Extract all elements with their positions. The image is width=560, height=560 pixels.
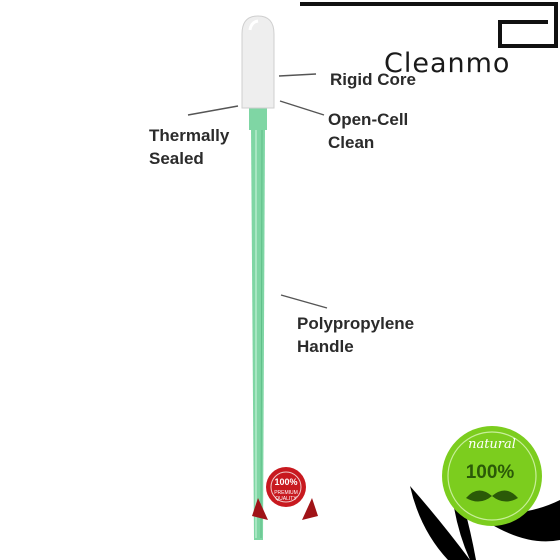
label-thermally-sealed: Thermally Sealed bbox=[149, 126, 230, 168]
red-seal-text: 100% bbox=[274, 477, 297, 487]
leader-open-cell bbox=[279, 100, 325, 116]
leader-lines bbox=[187, 73, 328, 309]
leader-handle bbox=[280, 294, 328, 309]
corner-frame-icon bbox=[300, 2, 558, 48]
green-seal-word: natural bbox=[468, 437, 516, 452]
red-quality-seal-icon: 100% PREMIUM QUALITY bbox=[252, 467, 318, 520]
leader-thermally-sealed bbox=[187, 105, 239, 116]
label-polypropylene-handle: Polypropylene Handle bbox=[297, 314, 415, 356]
svg-text:QUALITY: QUALITY bbox=[275, 496, 297, 502]
swab-tip bbox=[241, 15, 275, 109]
svg-text:PREMIUM: PREMIUM bbox=[274, 490, 298, 496]
leader-rigid-core bbox=[278, 73, 317, 77]
green-seal-value: 100% bbox=[466, 462, 515, 483]
label-rigid-core: Rigid Core bbox=[330, 70, 416, 89]
swab-handle bbox=[249, 106, 267, 540]
green-natural-seal-icon: natural 100% bbox=[442, 426, 542, 526]
brand-logo-text: Cleanmo bbox=[384, 48, 511, 79]
label-open-cell-clean: Open-Cell Clean bbox=[328, 110, 409, 152]
